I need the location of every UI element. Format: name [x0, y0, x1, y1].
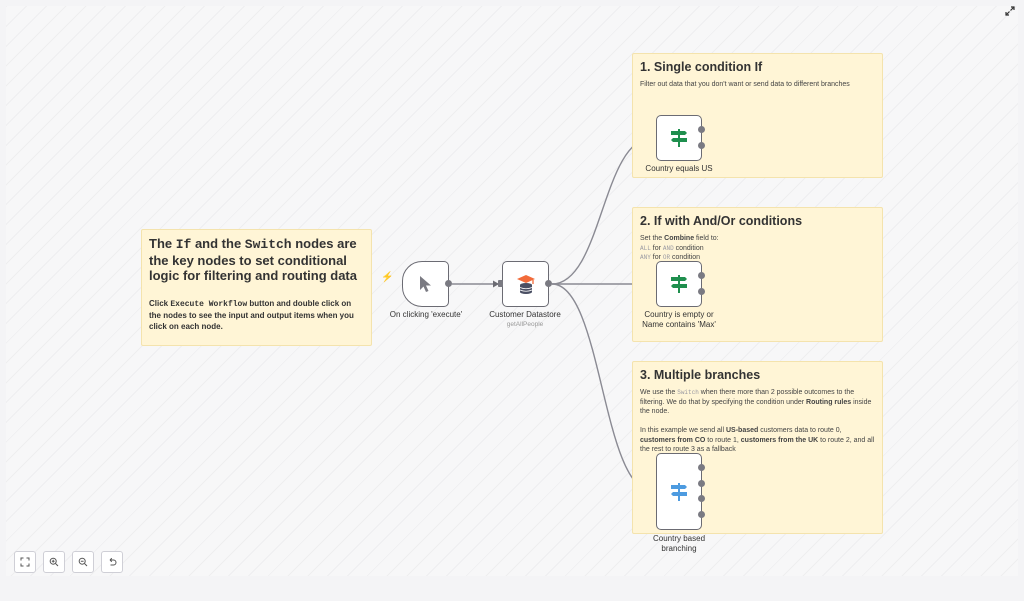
node-if-and-or[interactable] — [656, 261, 702, 307]
node-switch-country[interactable] — [656, 453, 702, 530]
single-title: 1. Single condition If — [640, 60, 763, 74]
datastore-label: Customer Datastore — [489, 310, 561, 319]
intro-title: The If and the Switch nodes are the key … — [149, 236, 357, 284]
zoom-in-icon — [49, 557, 59, 567]
if-andor-true-port[interactable] — [698, 272, 705, 279]
multi-title: 3. Multiple branches — [640, 368, 761, 382]
node-if-country-us[interactable] — [656, 115, 702, 161]
andor-body: Set the Combine field to: ALL for AND co… — [640, 235, 719, 262]
zoom-in-button[interactable] — [43, 551, 65, 573]
signpost-icon — [671, 129, 687, 147]
pointer-icon — [419, 276, 431, 292]
fit-view-icon — [20, 557, 30, 567]
multi-body-1: We use the Switch when there more than 2… — [640, 389, 872, 416]
sticky-note-intro[interactable]: The If and the Switch nodes are the key … — [141, 229, 372, 346]
edge-trigger-to-datastore-arrowhead — [493, 280, 499, 288]
switch-output-3-port[interactable] — [698, 511, 705, 518]
node-customer-datastore[interactable] — [502, 261, 549, 307]
undo-icon — [109, 557, 117, 566]
switch-output-0-port[interactable] — [698, 464, 705, 471]
zoom-out-icon — [78, 557, 88, 567]
database-icon — [516, 275, 535, 294]
intro-body: Click Execute Workflow button and double… — [149, 298, 354, 331]
if-andor-false-port[interactable] — [698, 288, 705, 295]
andor-title: 2. If with And/Or conditions — [640, 214, 803, 228]
datastore-output-port[interactable] — [545, 280, 552, 287]
if-us-label: Country equals US — [645, 164, 713, 173]
fullscreen-expand-icon[interactable] — [1005, 6, 1015, 16]
if-us-false-port[interactable] — [698, 142, 705, 149]
trigger-output-port[interactable] — [445, 280, 452, 287]
datastore-sublabel: getAllPeople — [506, 321, 544, 328]
switch-output-2-port[interactable] — [698, 495, 705, 502]
signpost-icon — [671, 482, 687, 501]
if-us-true-port[interactable] — [698, 126, 705, 133]
trigger-label: On clicking 'execute' — [389, 310, 463, 319]
multi-body-2: In this example we send all US-based cus… — [640, 426, 875, 454]
reset-zoom-button[interactable] — [101, 551, 123, 573]
single-body: Filter out data that you don't want or s… — [640, 81, 850, 88]
zoom-out-button[interactable] — [72, 551, 94, 573]
switch-output-1-port[interactable] — [698, 480, 705, 487]
datastore-input-port[interactable] — [498, 280, 503, 287]
trigger-lightning-icon: ⚡ — [381, 272, 394, 283]
node-manual-trigger[interactable] — [402, 261, 449, 307]
signpost-icon — [671, 275, 687, 293]
fit-view-button[interactable] — [14, 551, 36, 573]
